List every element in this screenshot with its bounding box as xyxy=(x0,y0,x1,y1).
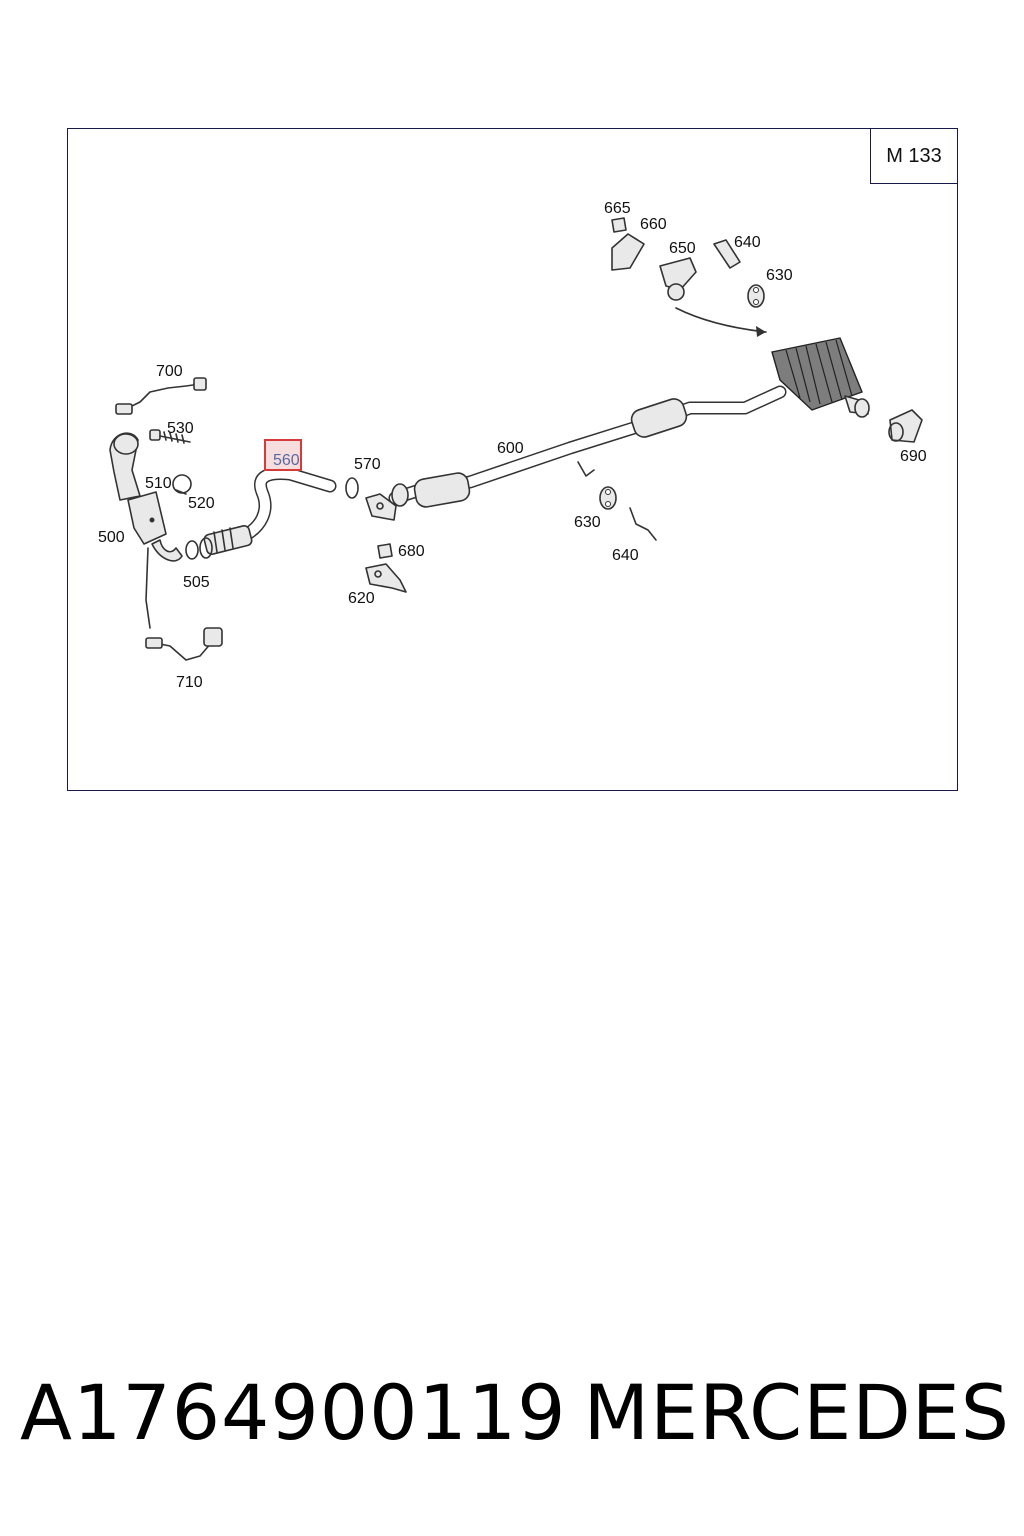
label-560[interactable]: 560 xyxy=(273,452,300,469)
nut-680[interactable] xyxy=(377,543,393,559)
label-530: 530 xyxy=(167,420,194,437)
label-520: 520 xyxy=(188,495,215,512)
brand-name: MERCEDES xyxy=(583,1368,1010,1457)
label-665: 665 xyxy=(604,200,631,217)
label-680: 680 xyxy=(398,543,425,560)
bracket-620[interactable] xyxy=(365,563,407,593)
front-pipe-560[interactable] xyxy=(203,467,337,556)
bolt-530[interactable] xyxy=(149,429,191,444)
rear-silencer[interactable] xyxy=(771,337,870,418)
label-660: 660 xyxy=(640,216,667,233)
exhaust-system-diagram: 500 505 510 520 530 560 570 600 620 630 … xyxy=(98,200,927,691)
label-630-rear: 630 xyxy=(766,267,793,284)
bracket-640-rear[interactable] xyxy=(713,239,741,269)
flap-actuator-660[interactable] xyxy=(611,233,645,271)
hanger-630-rear[interactable] xyxy=(747,284,765,308)
catalytic-converter-500[interactable] xyxy=(109,432,183,562)
caption: A1764900119 MERCEDES xyxy=(20,1368,1010,1457)
label-500: 500 xyxy=(98,529,125,546)
seal-ring-570[interactable] xyxy=(345,477,359,499)
nut-665[interactable] xyxy=(611,217,627,233)
label-620: 620 xyxy=(348,590,375,607)
label-570: 570 xyxy=(354,456,381,473)
label-640-rear: 640 xyxy=(734,234,761,251)
label-505: 505 xyxy=(183,574,210,591)
label-710: 710 xyxy=(176,674,203,691)
hanger-630-center[interactable] xyxy=(577,461,617,510)
model-tag: M 133 xyxy=(870,128,958,184)
label-600: 600 xyxy=(497,440,524,457)
oxygen-sensor-710[interactable] xyxy=(145,547,223,661)
bracket-640-center[interactable] xyxy=(629,507,657,541)
label-510: 510 xyxy=(145,475,172,492)
clamp-ring-510[interactable] xyxy=(172,474,192,495)
highlight-box-560 xyxy=(264,439,302,471)
label-690: 690 xyxy=(900,448,927,465)
label-700: 700 xyxy=(156,363,183,380)
clamp-505[interactable] xyxy=(185,537,213,560)
diagram-frame xyxy=(67,128,958,791)
center-pipe-600[interactable] xyxy=(388,385,787,508)
label-630-center: 630 xyxy=(574,514,601,531)
leader-arrow xyxy=(675,307,767,337)
tailpipe-trim-690[interactable] xyxy=(888,409,923,443)
oxygen-sensor-700[interactable] xyxy=(115,377,207,415)
part-number: A1764900119 xyxy=(20,1368,567,1457)
label-640-center: 640 xyxy=(612,547,639,564)
flange-bracket[interactable] xyxy=(365,493,397,521)
label-650: 650 xyxy=(669,240,696,257)
flap-valve-650[interactable] xyxy=(659,257,697,301)
